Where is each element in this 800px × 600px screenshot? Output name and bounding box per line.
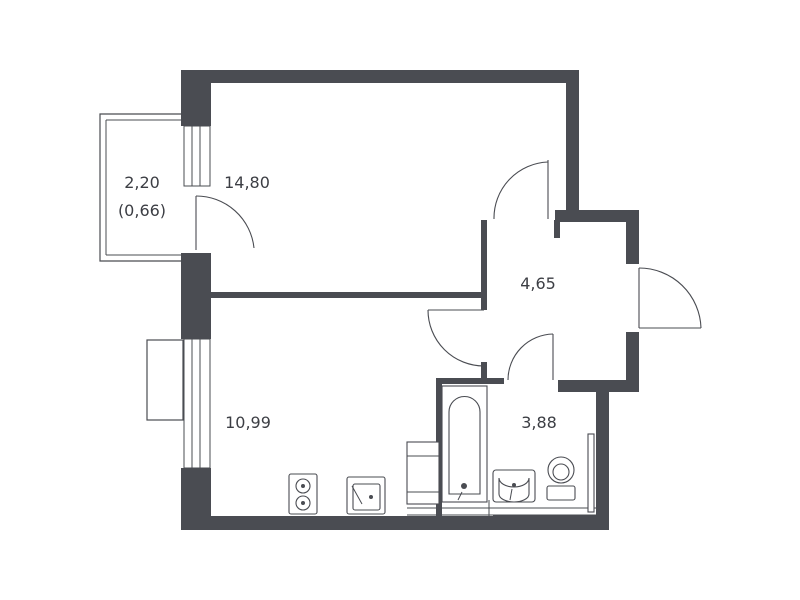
towel-rail: [587, 433, 595, 513]
bathroom-area-label: 3,88: [521, 413, 557, 432]
entry-wall-upper: [626, 210, 639, 264]
living-window: [183, 125, 211, 187]
balcony-outline: [99, 113, 181, 262]
kitchen-area-label: 10,99: [225, 413, 271, 432]
left-wall-upper: [181, 70, 211, 126]
bathroom-door: [507, 333, 554, 381]
kitchen-door: [427, 309, 485, 367]
bathtub-icon: [441, 385, 488, 503]
kitchen-sink-icon: [346, 476, 386, 515]
room-labels: 2,20 (0,66) 14,80 4,65 10,99 3,88: [118, 173, 557, 432]
living-room-door: [493, 160, 549, 220]
walls: [181, 70, 639, 530]
kitchen-fixtures: [288, 441, 596, 517]
balcony-area-label: 2,20: [124, 173, 160, 192]
washing-machine-icon: [406, 441, 440, 505]
stove-icon: [288, 473, 318, 515]
doors: [195, 160, 702, 381]
hall-right-partition: [554, 220, 560, 238]
entrance-door: [638, 267, 702, 329]
living-room-area-label: 14,80: [224, 173, 270, 192]
bottom-wall-right-tab: [493, 515, 596, 530]
entry-wall-lower: [626, 332, 639, 392]
living-kitchen-partition: [211, 292, 486, 298]
kitchen-window: [146, 338, 211, 469]
bath-top-partition: [436, 378, 504, 384]
left-wall-middle: [181, 253, 211, 339]
balcony-door: [195, 195, 255, 250]
hall-left-partition-lower: [481, 362, 487, 380]
balcony-reduced-area-label: (0,66): [118, 201, 166, 220]
hall-top-wall: [555, 210, 639, 222]
windows: [146, 125, 211, 469]
counter-edge: [407, 500, 596, 517]
bathroom-sink-icon: [492, 469, 536, 503]
window-sill: [146, 339, 184, 421]
toilet-icon: [546, 456, 576, 501]
right-wall-upper: [566, 70, 579, 220]
balcony: [99, 113, 181, 262]
bathroom-fixtures: [441, 385, 595, 513]
bath-right-wall: [596, 380, 609, 530]
hallway-area-label: 4,65: [520, 274, 556, 293]
top-wall: [181, 70, 579, 83]
hall-left-partition-upper: [481, 220, 487, 310]
